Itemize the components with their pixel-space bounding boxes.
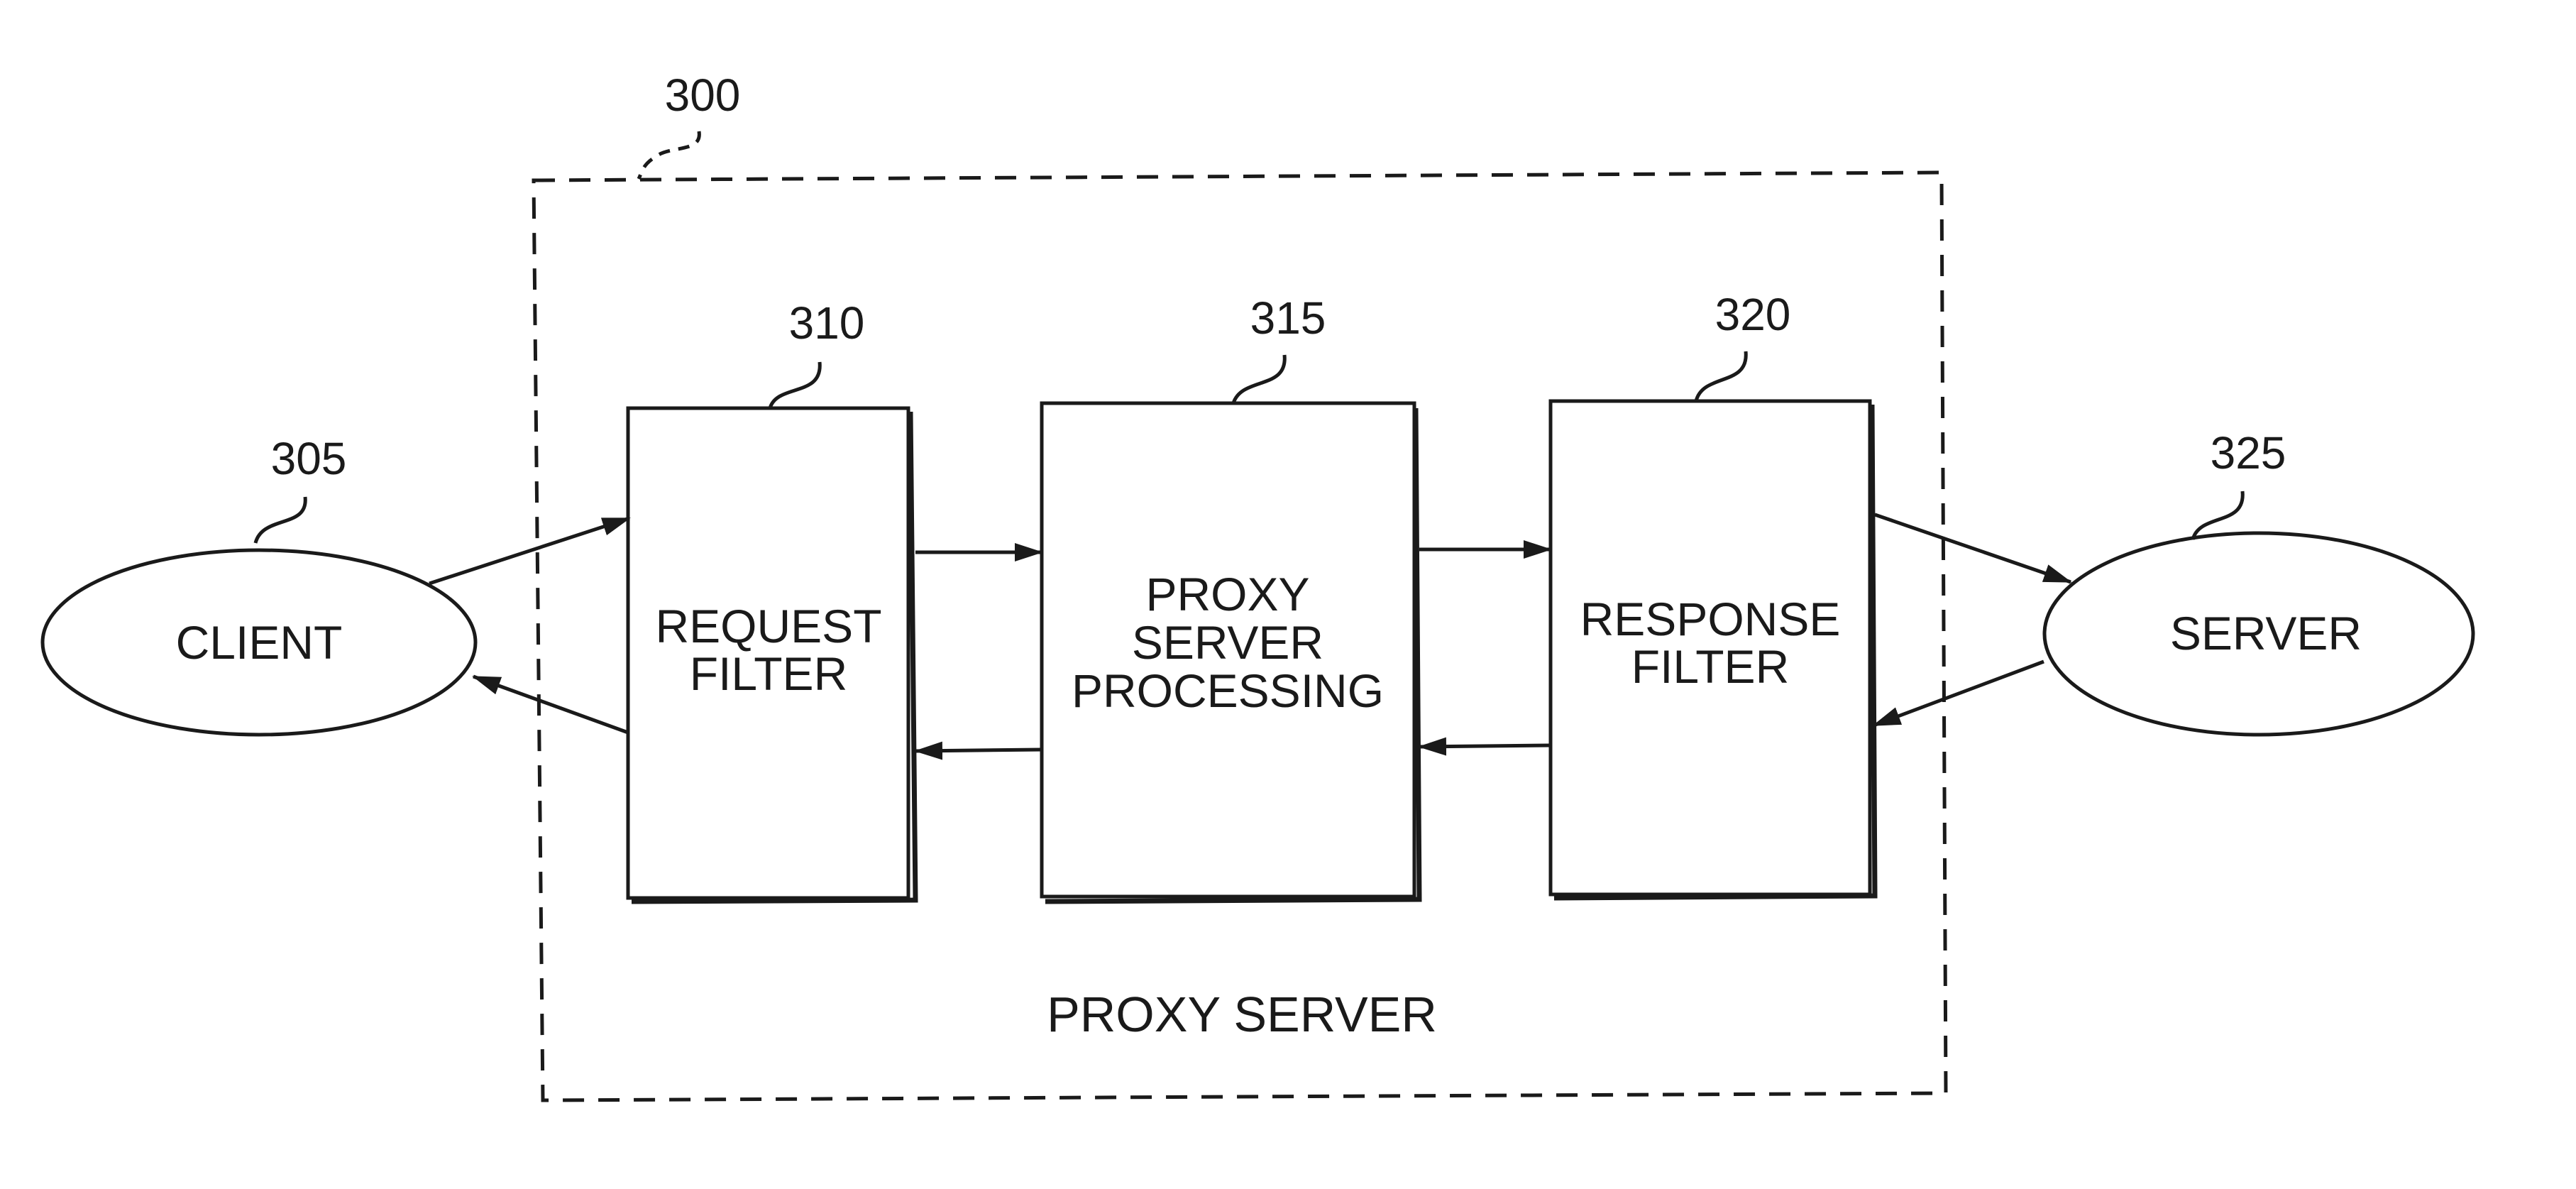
arrow-proxy-to-request-filter xyxy=(915,750,1042,751)
request-filter-ref-label: 310 xyxy=(789,297,865,349)
request-filter-label-line-2: FILTER xyxy=(690,647,847,700)
client-node: CLIENT xyxy=(43,550,475,735)
arrow-response-filter-to-proxy xyxy=(1419,745,1551,747)
proxy-processing-label-line-3: PROCESSING xyxy=(1072,664,1384,717)
request-filter-label-line-1: REQUEST xyxy=(655,600,881,652)
figure-ref-leader xyxy=(639,131,699,179)
proxy-processing-label-line-2: SERVER xyxy=(1132,616,1323,669)
response-filter-label-line-2: FILTER xyxy=(1631,640,1789,693)
client-ref-label: 305 xyxy=(271,433,347,484)
response-filter-node: RESPONSE FILTER xyxy=(1551,401,1875,898)
figure-ref-label: 300 xyxy=(665,70,741,121)
server-node: SERVER xyxy=(2044,533,2473,735)
request-filter-node: REQUEST FILTER xyxy=(628,408,915,902)
arrow-response-filter-to-server xyxy=(1875,515,2071,582)
client-label: CLIENT xyxy=(176,616,343,669)
proxy-processing-ref-label: 315 xyxy=(1250,292,1326,344)
server-label: SERVER xyxy=(2170,607,2362,659)
request-filter-ref-leader xyxy=(770,362,820,408)
proxy-processing-node: PROXY SERVER PROCESSING xyxy=(1042,403,1419,902)
response-filter-ref-label: 320 xyxy=(1715,289,1791,340)
proxy-processing-label-line-1: PROXY xyxy=(1145,568,1309,620)
arrow-request-filter-to-client xyxy=(473,676,628,733)
proxy-server-caption: PROXY SERVER xyxy=(1047,987,1437,1042)
client-ref-leader xyxy=(255,497,305,543)
arrow-server-to-response-filter xyxy=(1873,662,2044,725)
arrow-client-to-request-filter xyxy=(429,518,629,583)
response-filter-label-line-1: RESPONSE xyxy=(1580,593,1841,645)
proxy-processing-ref-leader xyxy=(1233,355,1284,403)
server-ref-label: 325 xyxy=(2211,427,2286,478)
response-filter-ref-leader xyxy=(1696,351,1746,401)
